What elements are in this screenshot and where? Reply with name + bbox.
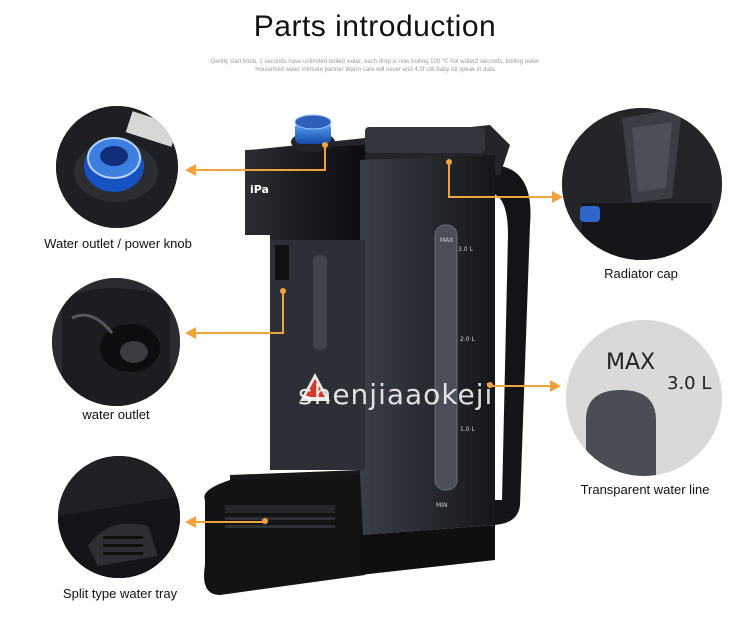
arrow-dot-tray [262, 518, 268, 524]
arrow-dot-knob [322, 142, 328, 148]
label-outlet: water outlet [82, 407, 150, 422]
arrow-line-knob-v [324, 146, 326, 171]
arrow-head-cap [552, 191, 563, 203]
scale-min: MIN [436, 502, 448, 509]
arrow-dot-waterline [487, 382, 493, 388]
tray-detail-photo [58, 456, 180, 578]
water-line-photo [566, 320, 722, 476]
label-tray: Split type water tray [62, 586, 178, 601]
arrow-head-tray [185, 516, 196, 528]
zoom-max-text: MAX [606, 350, 656, 375]
scale-3l: 3.0 L [458, 246, 473, 253]
label-radiator-cap: Radiator cap [604, 266, 678, 281]
page-title: Parts introduction [253, 10, 497, 43]
arrow-line-tray [195, 521, 265, 523]
arrow-line-outlet [195, 332, 283, 334]
radiator-cap-photo [562, 108, 722, 260]
arrow-dot-cap [446, 159, 452, 165]
arrow-dot-outlet [280, 288, 286, 294]
subtitle-line-2: Household water intimate partner Warm ca… [255, 67, 495, 73]
subtitle-line-1: Gently start knob, 2 seconds have unlimi… [210, 59, 540, 65]
water-dispenser-image: iPa [204, 114, 531, 595]
arrow-line-knob [195, 169, 325, 171]
knob-detail-photo [56, 106, 178, 228]
label-knob: Water outlet / power knob [44, 236, 192, 251]
outlet-detail-photo [52, 278, 180, 406]
watermark-text: shenjiaaokeji [298, 378, 494, 411]
scale-1l: 1.0 L [460, 426, 475, 433]
scale-2l: 2.0 L [460, 336, 475, 343]
label-water-line: Transparent water line [580, 482, 710, 497]
scale-max: MAX [440, 237, 454, 244]
arrow-line-waterline [491, 385, 551, 387]
arrow-head-knob [185, 164, 196, 176]
arrow-head-waterline [550, 380, 561, 392]
svg-text:iPa: iPa [250, 183, 269, 196]
arrow-line-cap [448, 196, 553, 198]
arrow-line-outlet-v [282, 292, 284, 334]
zoom-3l-text: 3.0 L [667, 373, 712, 394]
arrow-line-cap-v [448, 163, 450, 197]
arrow-head-outlet [185, 327, 196, 339]
